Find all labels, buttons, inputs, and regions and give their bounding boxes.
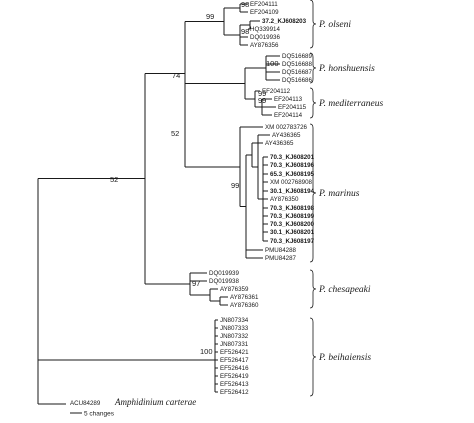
leaf-label: EF204114	[274, 112, 303, 119]
leaf-label: EF204112	[262, 88, 291, 95]
leaf-label: XM 002783726	[265, 124, 308, 131]
clade-bracket	[309, 0, 317, 49]
leaf-label: 70.3_KJ608197	[270, 238, 315, 245]
outgroup-name: Amphidinium carterae	[114, 397, 196, 407]
leaf-label: 70.3_KJ608199	[270, 213, 315, 220]
leaf-label: AY876359	[220, 286, 249, 293]
outgroup-id: ACU84289	[70, 400, 101, 407]
outgroup: ACU84289 Amphidinium carterae	[70, 397, 196, 407]
leaf-label: PMU84288	[265, 247, 297, 254]
leaf-label: DQ516689	[282, 53, 312, 60]
leaf-label: JN807332	[220, 333, 249, 340]
leaf-label: EF526412	[220, 389, 249, 396]
bootstrap-value: 99	[258, 89, 266, 98]
clade-bracket	[309, 317, 317, 397]
leaf-labels: EF204111EF20410937.2_KJ608203HQ339914DQ0…	[209, 1, 315, 396]
leaf-label: 37.2_KJ608203	[262, 18, 307, 25]
leaf-label: AY436365	[272, 132, 301, 139]
scale-bar-label: 5 changes	[84, 411, 115, 418]
leaf-label: DQ516687	[282, 69, 312, 76]
leaf-label: 30.1_KJ608201	[270, 229, 315, 236]
clade-bracket	[309, 123, 317, 263]
clade-name: P. chesapeaki	[318, 285, 371, 295]
leaf-label: 30.1_KJ608194	[270, 188, 315, 195]
leaf-label: DQ516688	[282, 61, 312, 68]
bootstrap-value: 52	[110, 175, 118, 184]
clade-bracket	[309, 269, 317, 309]
leaf-label: EF526419	[220, 373, 249, 380]
tree-branches	[37, 3, 280, 405]
leaf-label: DQ019936	[250, 34, 280, 41]
bootstrap-value: 99	[206, 12, 214, 21]
clade-bracket	[309, 87, 317, 119]
leaf-label: PMU84287	[265, 255, 297, 262]
bootstrap-value: 99	[258, 96, 266, 105]
leaf-label: EF526416	[220, 365, 249, 372]
leaf-label: DQ516686	[282, 77, 312, 84]
leaf-label: AY436365	[265, 140, 294, 147]
clade-name: P. mediterraneus	[318, 99, 384, 109]
leaf-label: DQ019938	[209, 278, 239, 285]
leaf-label: JN807334	[220, 317, 249, 324]
bootstrap-value: 74	[172, 71, 180, 80]
bootstrap-value: 99	[231, 181, 239, 190]
bootstrap-value: 100	[200, 347, 213, 356]
leaf-label: JN807333	[220, 325, 249, 332]
leaf-label: 70.3_KJ608196	[270, 162, 315, 169]
leaf-label: XM 002768908	[270, 179, 313, 186]
bootstrap-value: 98	[241, 0, 249, 9]
leaf-label: AY876361	[230, 294, 259, 301]
scale-bar: 5 changes	[70, 411, 115, 418]
clade-name: P. olseni	[318, 20, 351, 30]
leaf-label: EF526421	[220, 349, 249, 356]
leaf-label: EF204113	[274, 96, 303, 103]
leaf-label: HQ339914	[250, 26, 280, 33]
leaf-label: EF204109	[250, 9, 279, 16]
bootstrap-value: 100	[266, 59, 279, 68]
clade-brackets: P. olseni P. honshuensis P. mediterraneusP…	[309, 0, 384, 397]
leaf-label: EF204111	[250, 1, 278, 8]
leaf-label: 70.3_KJ608200	[270, 221, 315, 228]
leaf-label: EF204115	[278, 104, 307, 111]
leaf-label: JN807331	[220, 341, 249, 348]
bootstrap-value: 52	[171, 129, 179, 138]
leaf-label: 70.3_KJ608198	[270, 205, 315, 212]
leaf-label: AY876356	[250, 42, 279, 49]
clade-bracket	[309, 52, 317, 84]
clade-name: P. beihaiensis	[318, 353, 371, 363]
leaf-label: AY876350	[270, 196, 299, 203]
leaf-label: EF526413	[220, 381, 249, 388]
leaf-label: 70.3_KJ608201	[270, 154, 315, 161]
clade-name: P. honshuensis	[318, 64, 375, 74]
leaf-label: EF526417	[220, 357, 249, 364]
clade-name: P. marinus	[318, 189, 360, 199]
leaf-label: AY876360	[230, 302, 259, 309]
leaf-label: 65.3_KJ608195	[270, 171, 315, 178]
bootstrap-value: 98	[241, 27, 249, 36]
leaf-label: DQ019939	[209, 270, 239, 277]
bootstrap-value: 97	[192, 279, 200, 288]
